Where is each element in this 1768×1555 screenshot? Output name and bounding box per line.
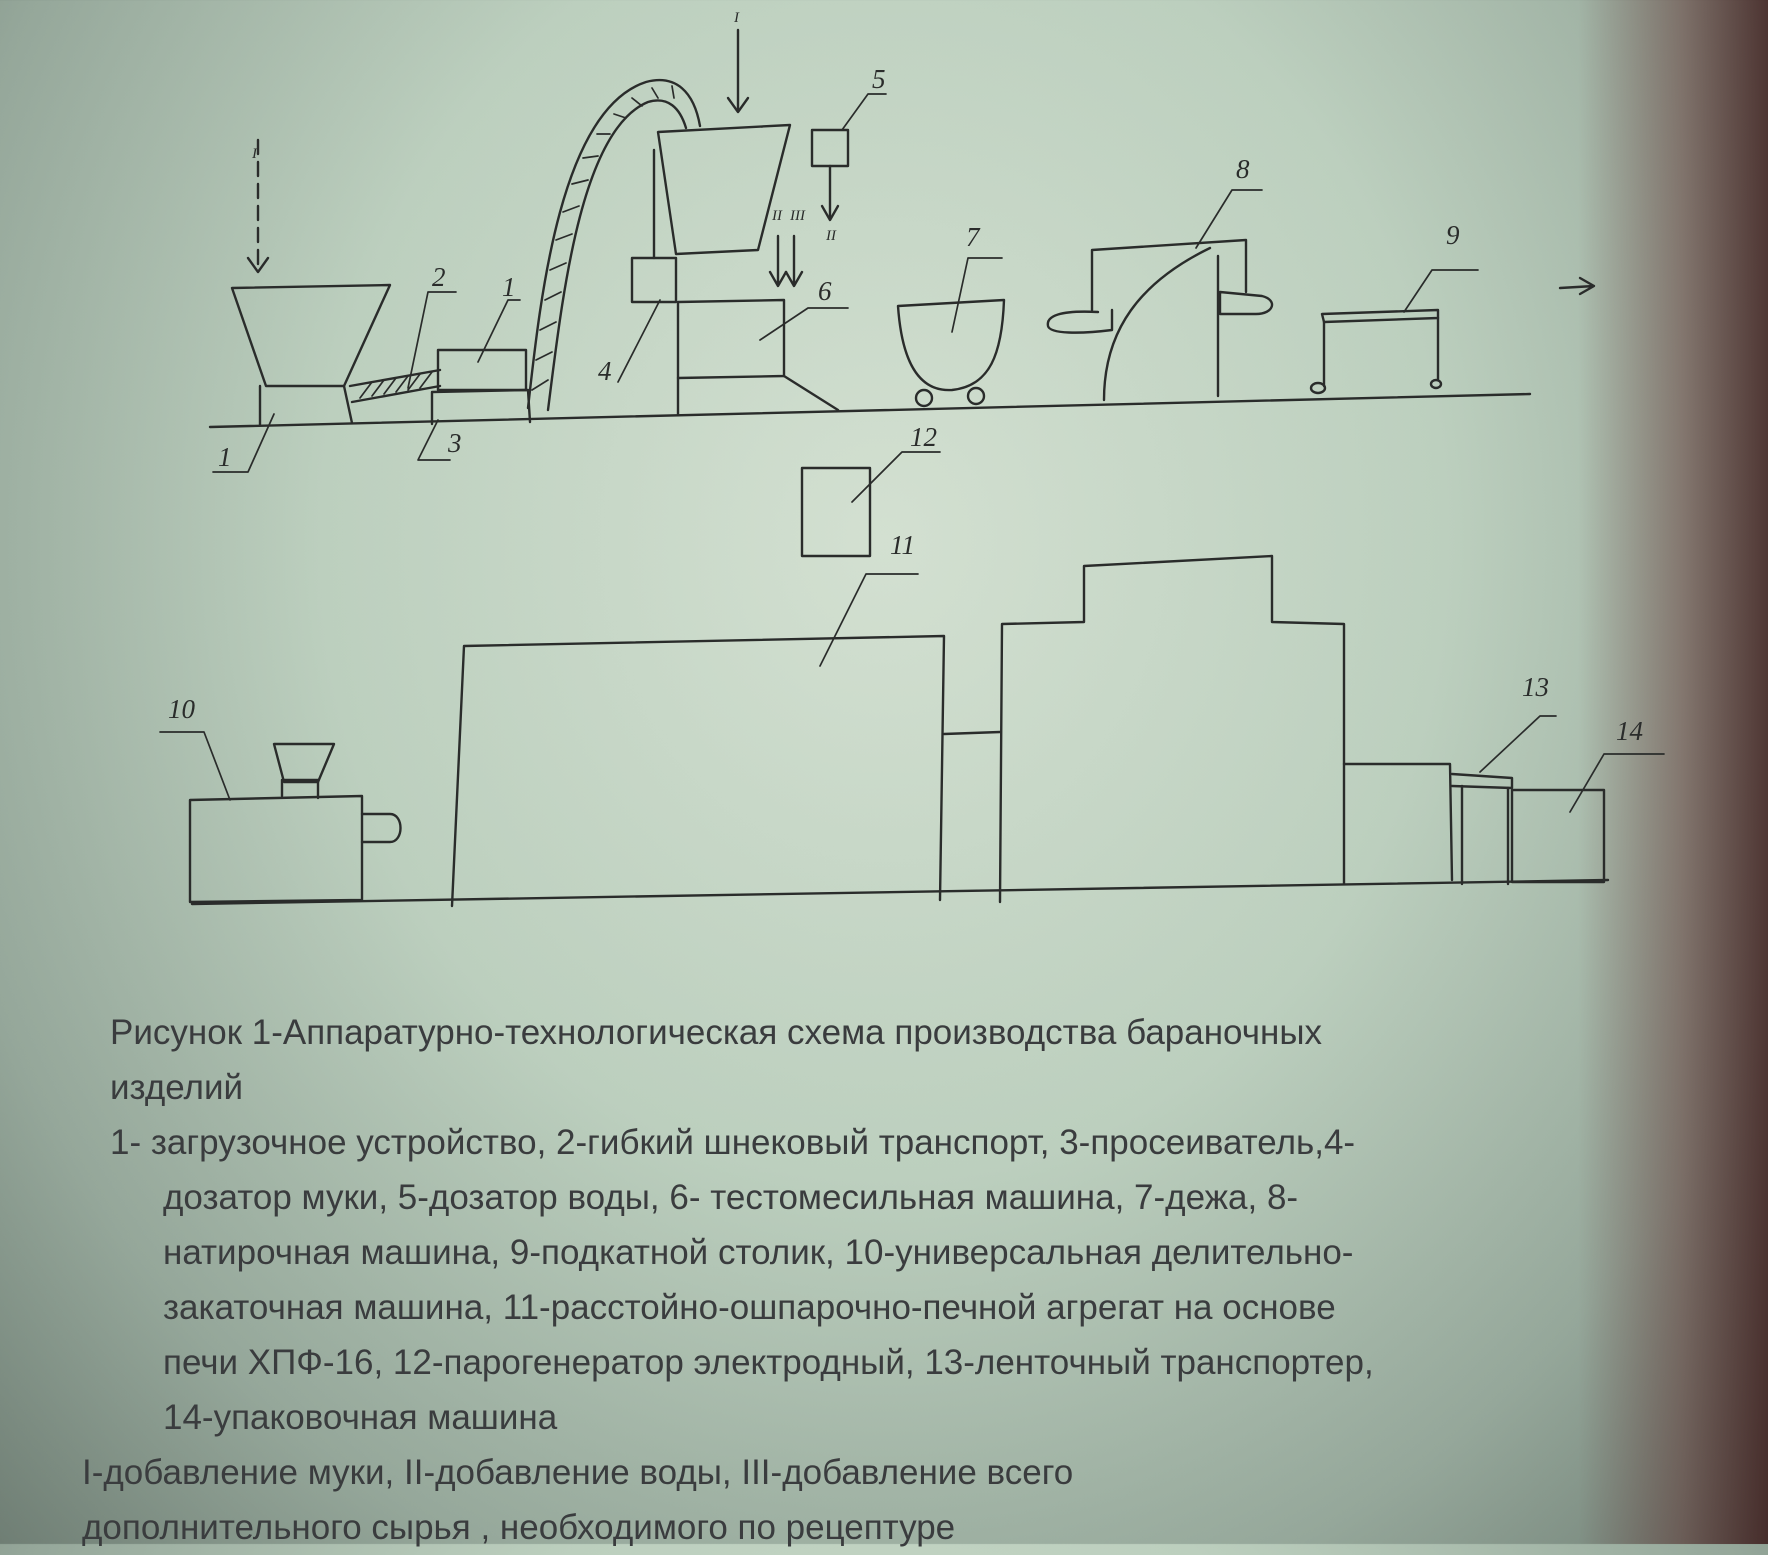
legend-line2: дозатор муки, 5-дозатор воды, 6- тестоме…	[163, 1178, 1299, 1217]
loading-device	[230, 138, 392, 427]
roman-additives: III	[789, 208, 806, 224]
label-2: 2	[432, 262, 446, 292]
steam-generator	[800, 466, 872, 558]
label-13: 13	[1522, 672, 1549, 702]
label-10: 10	[168, 694, 196, 724]
rolling-table	[1309, 308, 1443, 395]
caption-title-line1: Рисунок 1-Аппаратурно-технологическая сх…	[110, 1013, 1322, 1052]
leader-12	[851, 451, 941, 503]
label-8: 8	[1236, 154, 1250, 184]
label-14: 14	[1616, 716, 1643, 746]
legend-line4: закаточная машина, 11-расстойно-ошпарочн…	[163, 1288, 1336, 1327]
dough-mixer	[676, 298, 840, 416]
label-9: 9	[1446, 220, 1460, 250]
additions-line2: дополнительного сырья , необходимого по …	[82, 1508, 956, 1547]
leader-6	[759, 307, 849, 341]
page-edge-shadow	[1578, 0, 1768, 1544]
leader-10	[159, 731, 231, 801]
leader-5	[841, 93, 887, 131]
figure-caption: Рисунок 1-Аппаратурно-технологическая сх…	[82, 1005, 1640, 1555]
leader-14	[1569, 753, 1665, 813]
additions-line1: I-добавление муки, II-добавление воды, I…	[82, 1453, 1074, 1492]
top-hopper	[656, 28, 792, 256]
caption-title-line2: изделий	[110, 1068, 244, 1107]
leader-8	[1195, 189, 1263, 249]
roman-flour-2: I	[733, 10, 740, 26]
rubbing-machine	[1046, 238, 1274, 402]
label-3: 3	[447, 428, 462, 458]
label-1b: 1	[502, 272, 516, 302]
roman-flour-1: I	[251, 146, 258, 162]
label-1a: 1	[218, 442, 232, 472]
roman-water-2: II	[771, 208, 783, 224]
leader-1a	[212, 413, 275, 473]
leader-4	[617, 299, 661, 383]
output-arrow	[1558, 276, 1596, 296]
label-5: 5	[872, 64, 886, 94]
leader-13	[1479, 715, 1557, 773]
upper-floor-line	[208, 392, 1532, 429]
leader-7	[951, 257, 1003, 333]
leader-9	[1403, 269, 1479, 313]
lower-floor-line	[190, 878, 1610, 906]
roman-water: II	[825, 228, 837, 244]
leader-3	[417, 419, 451, 461]
leader-2	[407, 291, 457, 389]
sifter	[430, 348, 532, 426]
kneading-bowl	[896, 298, 1006, 408]
leader-11	[819, 573, 919, 667]
proofing-oven-unit	[450, 554, 1346, 908]
label-11: 11	[890, 530, 915, 560]
ingredient-arrows	[768, 234, 804, 288]
belt-conveyor	[1342, 762, 1514, 886]
process-diagram: I 1 2 1 3 4 I 5 II	[159, 10, 1665, 908]
legend-line5: печи ХПФ-16, 12-парогенератор электродны…	[163, 1343, 1374, 1382]
screw-conveyor-short	[348, 368, 442, 404]
label-4: 4	[598, 356, 612, 386]
packaging-machine	[1510, 788, 1606, 884]
leader-1b	[477, 299, 521, 363]
label-6: 6	[818, 276, 832, 306]
legend-line3: натирочная машина, 9-подкатной столик, 1…	[163, 1233, 1354, 1272]
screw-conveyor-arc	[526, 79, 702, 412]
legend-line6: 14-упаковочная машина	[163, 1398, 558, 1437]
flour-doser	[630, 148, 678, 304]
legend-line1: 1- загрузочное устройство, 2-гибкий шнек…	[110, 1123, 1356, 1162]
label-12: 12	[910, 422, 937, 452]
label-7: 7	[966, 222, 981, 252]
dividing-rolling-machine	[188, 742, 402, 904]
water-doser	[810, 128, 850, 222]
